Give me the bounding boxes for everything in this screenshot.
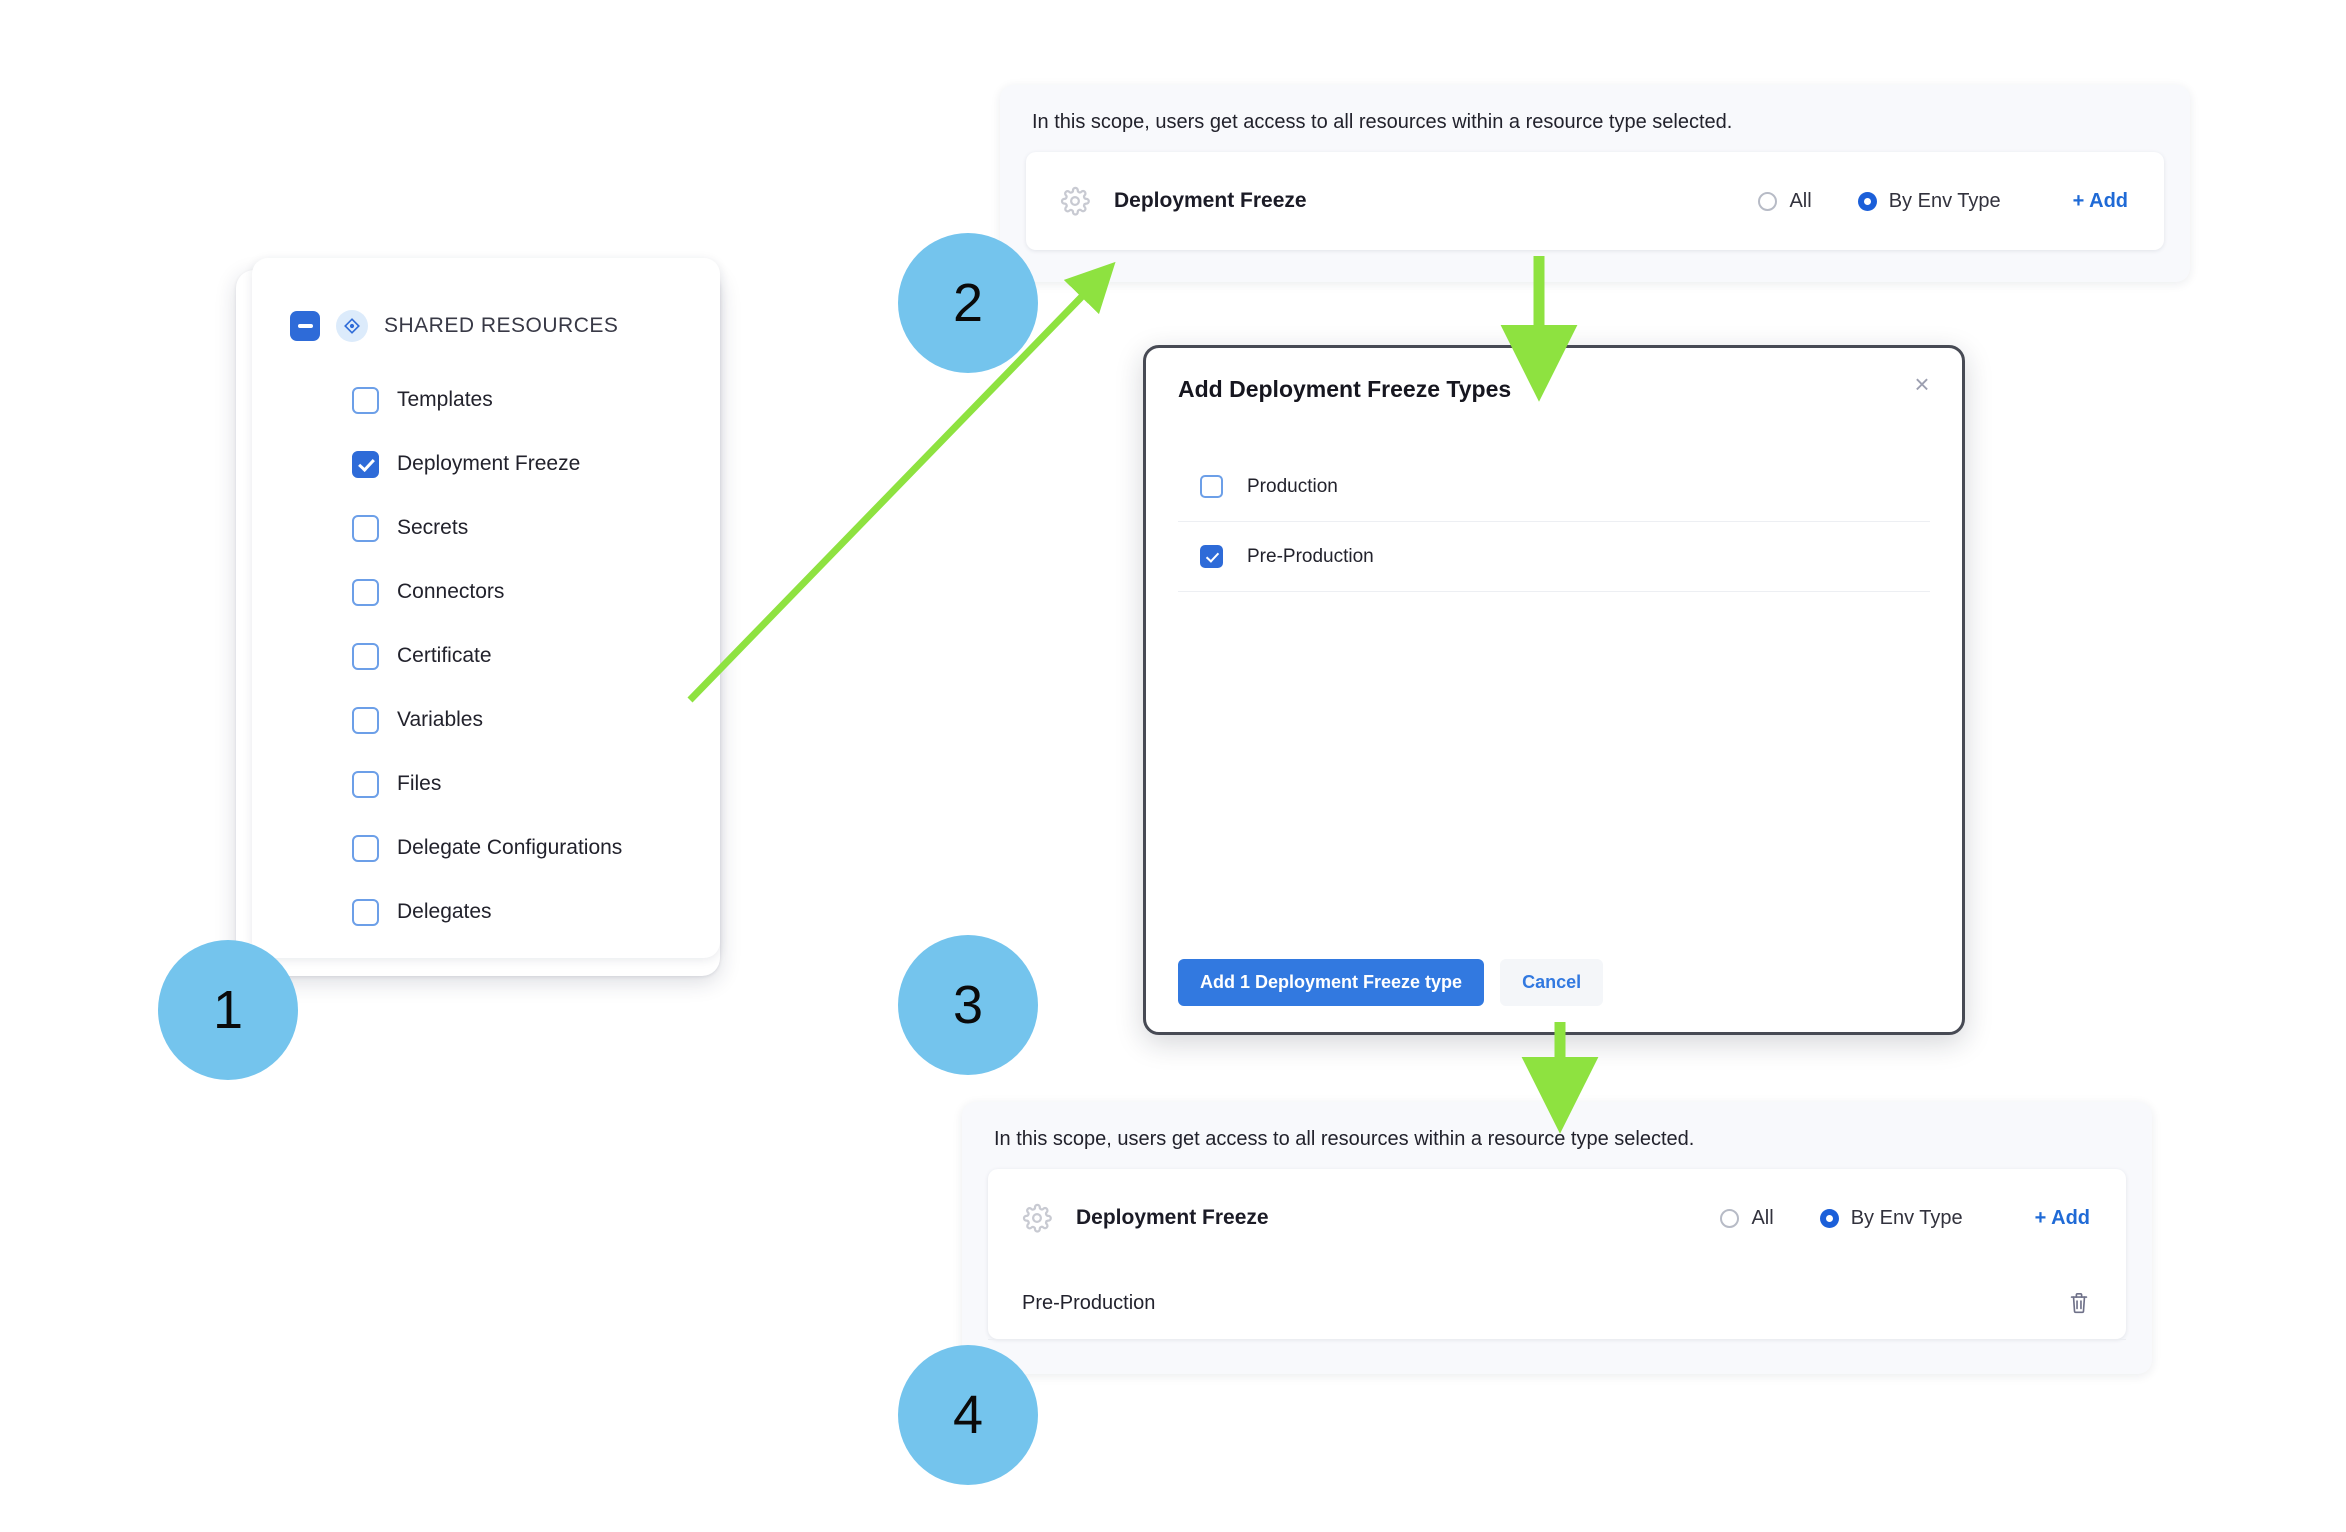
radio-option-by-env-type[interactable]: By Env Type [1857, 189, 2001, 213]
scope-note: In this scope, users get access to all r… [994, 1128, 1695, 1150]
add-deployment-freeze-types-modal: Add Deployment Freeze Types × Production… [1143, 345, 1965, 1035]
resource-label: Certificate [397, 644, 492, 667]
checkbox-files[interactable] [352, 770, 379, 798]
selected-env-type-row: Pre-Production [988, 1267, 2126, 1340]
resource-type-row-card: Deployment Freeze All By Env Type + Add … [988, 1169, 2126, 1340]
modal-option-label: Pre-Production [1247, 545, 1374, 567]
radio-by-env-type[interactable] [1857, 191, 1877, 211]
add-deployment-freeze-type-button[interactable]: Add 1 Deployment Freeze type [1178, 959, 1485, 1006]
radio-label: All [1789, 189, 1812, 212]
radio-option-all[interactable]: All [1758, 189, 1812, 213]
resource-label: Secrets [397, 516, 469, 539]
resource-label: Delegate Configurations [397, 836, 623, 859]
radio-all[interactable] [1758, 191, 1778, 211]
resource-type-name: Deployment Freeze [1076, 1206, 1269, 1229]
scope-card-after: In this scope, users get access to all r… [962, 1102, 2152, 1374]
radio-label: By Env Type [1850, 1206, 1963, 1229]
resource-item-templates[interactable]: Templates [352, 368, 720, 432]
resource-type-name: Deployment Freeze [1114, 189, 1307, 212]
resource-label: Files [397, 772, 442, 795]
modal-option-pre-production[interactable]: Pre-Production [1178, 522, 1930, 592]
trash-icon[interactable] [2068, 1291, 2090, 1315]
checkbox-pre-production[interactable] [1200, 545, 1223, 568]
checkbox-production[interactable] [1200, 475, 1223, 498]
resource-label: Deployment Freeze [397, 452, 581, 475]
resource-label: Delegates [397, 900, 492, 923]
resource-diamond-icon [336, 310, 368, 342]
modal-option-label: Production [1247, 475, 1338, 497]
resource-item-files[interactable]: Files [352, 752, 720, 816]
resource-item-delegate-configurations[interactable]: Delegate Configurations [352, 816, 720, 880]
gear-icon [1022, 1203, 1052, 1233]
modal-option-list: Production Pre-Production [1178, 452, 1930, 592]
resource-label: Templates [397, 388, 493, 411]
selected-env-type-name: Pre-Production [1022, 1291, 1156, 1314]
scope-radio-group: All By Env Type [1758, 189, 2001, 213]
checkbox-connectors[interactable] [352, 578, 379, 606]
modal-footer: Add 1 Deployment Freeze type Cancel [1178, 959, 1604, 1006]
resource-item-variables[interactable]: Variables [352, 688, 720, 752]
arrow-1-to-2 [687, 261, 1116, 703]
resource-list: Templates Deployment Freeze Secrets Conn… [252, 368, 720, 944]
close-icon[interactable]: × [1914, 369, 1930, 399]
resource-item-connectors[interactable]: Connectors [352, 560, 720, 624]
step-badge-3: 3 [898, 935, 1038, 1075]
scope-note: In this scope, users get access to all r… [1032, 111, 1733, 133]
radio-all[interactable] [1720, 1208, 1740, 1228]
radio-label: By Env Type [1888, 189, 2001, 212]
resource-label: Variables [397, 708, 483, 731]
checkbox-variables[interactable] [352, 706, 379, 734]
checkbox-secrets[interactable] [352, 514, 379, 542]
resource-item-certificate[interactable]: Certificate [352, 624, 720, 688]
resource-type-row: Deployment Freeze All By Env Type + Add [988, 1169, 2126, 1267]
resource-item-secrets[interactable]: Secrets [352, 496, 720, 560]
shared-resources-header[interactable]: SHARED RESOURCES [252, 258, 720, 342]
scope-card-before: In this scope, users get access to all r… [1000, 85, 2190, 282]
radio-label: All [1751, 1206, 1774, 1229]
gear-icon [1060, 186, 1090, 216]
resource-item-delegates[interactable]: Delegates [352, 880, 720, 944]
step-badge-2: 2 [898, 233, 1038, 373]
modal-option-production[interactable]: Production [1178, 452, 1930, 522]
resource-type-row: Deployment Freeze All By Env Type + Add [1026, 152, 2164, 250]
add-link[interactable]: + Add [2034, 1206, 2090, 1229]
checkbox-templates[interactable] [352, 386, 379, 414]
modal-title: Add Deployment Freeze Types [1178, 376, 1512, 402]
resource-label: Connectors [397, 580, 505, 603]
checkbox-delegates[interactable] [352, 898, 379, 926]
shared-resources-panel: SHARED RESOURCES Templates Deployment Fr… [252, 258, 720, 958]
resource-type-row-card: Deployment Freeze All By Env Type + Add [1026, 152, 2164, 250]
shared-resources-title: SHARED RESOURCES [384, 314, 619, 337]
scope-radio-group: All By Env Type [1720, 1206, 1963, 1230]
add-link[interactable]: + Add [2072, 189, 2128, 212]
resource-item-deployment-freeze[interactable]: Deployment Freeze [352, 432, 720, 496]
step-badge-1: 1 [158, 940, 298, 1080]
radio-option-by-env-type[interactable]: By Env Type [1819, 1206, 1963, 1230]
shared-resources-checkbox[interactable] [290, 311, 320, 341]
radio-by-env-type[interactable] [1819, 1208, 1839, 1228]
cancel-button[interactable]: Cancel [1500, 959, 1604, 1006]
step-badge-4: 4 [898, 1345, 1038, 1485]
checkbox-delegate-configurations[interactable] [352, 834, 379, 862]
checkbox-certificate[interactable] [352, 642, 379, 670]
radio-option-all[interactable]: All [1720, 1206, 1774, 1230]
checkbox-deployment-freeze[interactable] [352, 450, 379, 478]
